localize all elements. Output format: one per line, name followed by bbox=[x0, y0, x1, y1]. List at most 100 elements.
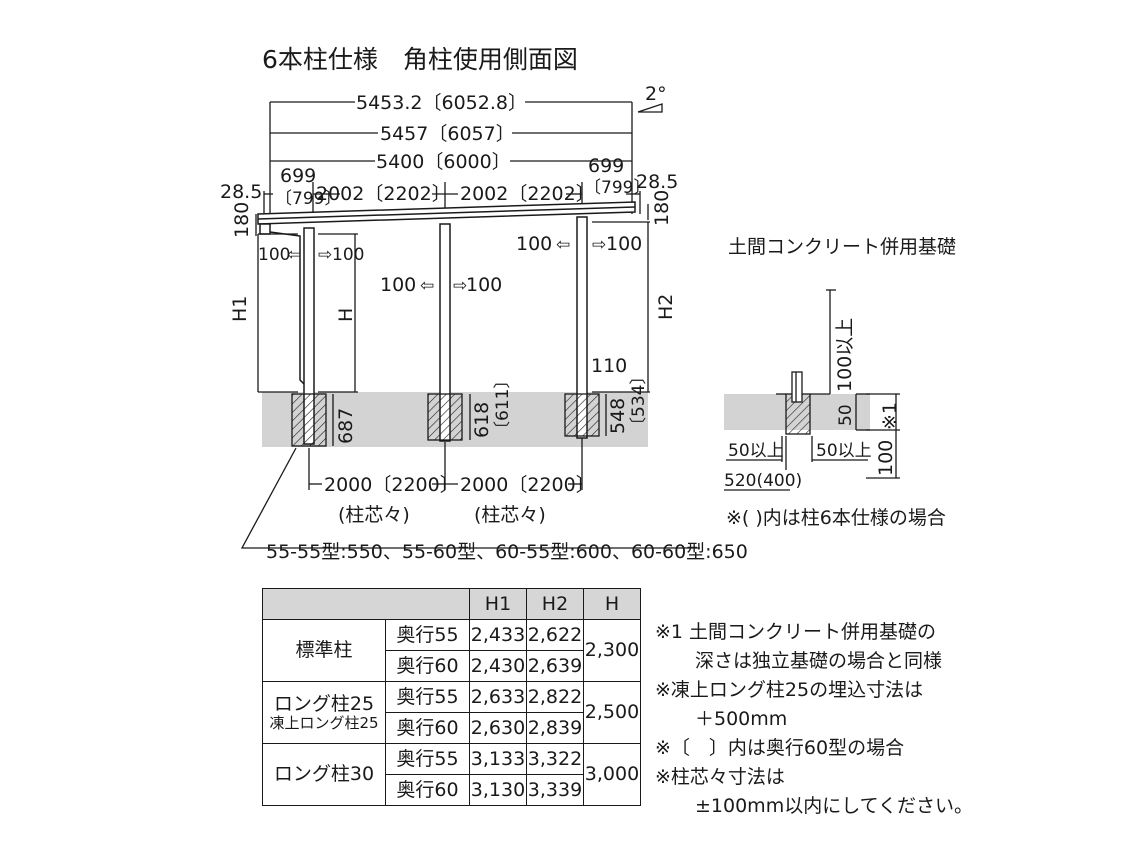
footing-sizes: 55-55型:550、55-60型、60-55型:600、60-60型:650 bbox=[266, 541, 748, 563]
detail-bottom-label: 100 bbox=[875, 440, 897, 476]
note-line: ※1 土間コンクリート併用基礎の bbox=[655, 621, 937, 643]
depth-cell: 奥行55 bbox=[385, 743, 470, 775]
depth-cell: 奥行55 bbox=[385, 681, 470, 713]
table-header-h1: H1 bbox=[469, 588, 527, 620]
roof-angle: 2° bbox=[645, 83, 667, 105]
detail-width-label: 520(400) bbox=[724, 471, 802, 491]
dim-embed-mid: 618 bbox=[471, 402, 493, 438]
note-line: ＋500mm bbox=[695, 708, 788, 730]
h-cell: 2,300 bbox=[583, 619, 641, 682]
dim-embed-right: 548 bbox=[607, 398, 629, 434]
group-subname: 凍上ロング柱25 bbox=[269, 713, 379, 732]
note-line: ※凍上ロング柱25の埋込寸法は bbox=[655, 679, 924, 701]
arrow-icon: ⇦ bbox=[556, 235, 570, 255]
table-row: ロング柱30 奥行55 3,133 3,322 3,000 bbox=[262, 743, 641, 806]
dim-embed-right-alt: 〔534〕 bbox=[629, 368, 649, 434]
note-line: ±100mm以内にしてください。 bbox=[695, 795, 974, 817]
base-caption-2: (柱芯々) bbox=[474, 504, 546, 526]
table-row: 奥行60 3,130 3,339 bbox=[263, 774, 641, 806]
arrow-icon: ⇦ bbox=[420, 276, 434, 296]
table-header-blank bbox=[262, 588, 470, 620]
table-header-h: H bbox=[583, 588, 641, 620]
clear-right-1: 100 bbox=[516, 233, 552, 255]
h2-cell: 3,322 bbox=[526, 743, 584, 775]
dim-post-110: 110 bbox=[591, 355, 627, 377]
depth-cell: 奥行60 bbox=[385, 712, 470, 744]
h1-cell: 2,430 bbox=[469, 650, 527, 682]
base-span-2: 2000〔2200〕 bbox=[460, 474, 595, 496]
dim-h1: H1 bbox=[229, 296, 251, 322]
dim-overall-3: 5400〔6000〕 bbox=[376, 151, 511, 173]
height-dimension-lines bbox=[257, 221, 650, 446]
h1-cell: 3,133 bbox=[469, 743, 527, 775]
base-span-lines bbox=[240, 438, 700, 549]
dim-overall-1: 5453.2〔6052.8〕 bbox=[356, 92, 527, 114]
dim-embed-left: 687 bbox=[335, 408, 357, 444]
dim-edge-left: 28.5 bbox=[220, 181, 262, 203]
carport-roof bbox=[257, 201, 636, 235]
dim-embed-mid-alt: 〔611〕 bbox=[493, 372, 513, 438]
h1-cell: 2,433 bbox=[469, 619, 527, 651]
dim-span-left: 2002〔2202〕 bbox=[316, 183, 451, 205]
drawing-title: 6本柱仕様 角柱使用側面図 bbox=[262, 45, 578, 74]
dim-span-right: 2002〔2202〕 bbox=[460, 183, 595, 205]
clear-mid-1: 100 bbox=[380, 274, 416, 296]
base-caption-1: (柱芯々) bbox=[338, 504, 410, 526]
arrow-icon: ⇨ bbox=[453, 276, 467, 296]
clear-mid-2: 100 bbox=[466, 274, 502, 296]
clear-left-1: 100 bbox=[258, 245, 290, 265]
foundation-detail-title: 土間コンクリート併用基礎 bbox=[728, 236, 956, 258]
note-line: ※柱芯々寸法は bbox=[655, 766, 785, 788]
dim-end-right-alt: 〔799〕 bbox=[584, 178, 650, 198]
table-row: 標準柱 奥行55 2,433 2,622 2,300 bbox=[262, 619, 641, 682]
footings bbox=[291, 393, 600, 447]
table-row: 奥行60 2,430 2,639 bbox=[263, 650, 641, 682]
detail-depth-label: 100以上 bbox=[834, 318, 856, 392]
group-name: ロング柱30 bbox=[262, 743, 386, 806]
h2-cell: 2,839 bbox=[526, 712, 584, 744]
dim-h2: H2 bbox=[655, 294, 677, 320]
h-cell: 2,500 bbox=[583, 681, 641, 744]
dim-beam-right: 180 bbox=[651, 190, 673, 226]
h2-cell: 2,639 bbox=[526, 650, 584, 682]
table-header-row: H1 H2 H bbox=[262, 588, 641, 620]
top-dimension-lines bbox=[255, 101, 663, 236]
note-line: 深さは独立基礎の場合と同様 bbox=[695, 650, 943, 672]
dim-h: H bbox=[335, 308, 357, 322]
note-line: ※〔 〕内は奥行60型の場合 bbox=[655, 737, 905, 759]
h-cell: 3,000 bbox=[583, 743, 641, 806]
table-header-h2: H2 bbox=[526, 588, 584, 620]
h2-cell: 2,822 bbox=[526, 681, 584, 713]
detail-note-mark: ※1 bbox=[879, 402, 901, 430]
h1-cell: 2,630 bbox=[469, 712, 527, 744]
clear-right-2: 100 bbox=[606, 233, 642, 255]
detail-slab-label: 50 bbox=[836, 404, 856, 426]
h1-cell: 3,130 bbox=[469, 774, 527, 806]
dim-edge-right: 28.5 bbox=[636, 171, 678, 193]
depth-cell: 奥行55 bbox=[385, 619, 470, 651]
group-name: 標準柱 bbox=[262, 619, 386, 682]
arrow-icon: ⇨ bbox=[318, 245, 332, 265]
depth-cell: 奥行60 bbox=[385, 774, 470, 806]
table-row: ロング柱25 凍上ロング柱25 奥行55 2,633 2,822 2,500 bbox=[262, 681, 641, 744]
detail-left-offset: 50以上 bbox=[728, 441, 784, 461]
depth-cell: 奥行60 bbox=[385, 650, 470, 682]
dim-end-left: 699 bbox=[280, 165, 316, 187]
dim-end-right: 699 bbox=[588, 155, 624, 177]
h2-cell: 2,622 bbox=[526, 619, 584, 651]
arrow-icon: ⇦ bbox=[287, 245, 301, 265]
foundation-detail-lines bbox=[724, 289, 900, 491]
table-row: 奥行60 2,630 2,839 bbox=[263, 712, 641, 744]
h1-cell: 2,633 bbox=[469, 681, 527, 713]
h2-cell: 3,339 bbox=[526, 774, 584, 806]
clear-left-2: 100 bbox=[332, 245, 364, 265]
dim-end-left-alt: 〔799〕 bbox=[275, 189, 341, 209]
notes-block: ※1 土間コンクリート併用基礎の 深さは独立基礎の場合と同様 ※凍上ロング柱25… bbox=[655, 618, 973, 821]
base-span-1: 2000〔2200〕 bbox=[324, 474, 459, 496]
arrow-icon: ⇨ bbox=[592, 235, 606, 255]
group-name: ロング柱25 凍上ロング柱25 bbox=[262, 681, 386, 744]
detail-right-offset: 50以上 bbox=[816, 441, 872, 461]
detail-footnote: ※( )内は柱6本仕様の場合 bbox=[726, 507, 946, 529]
height-spec-table: H1 H2 H 標準柱 奥行55 2,433 2,622 2,300 奥行60 … bbox=[262, 588, 641, 806]
